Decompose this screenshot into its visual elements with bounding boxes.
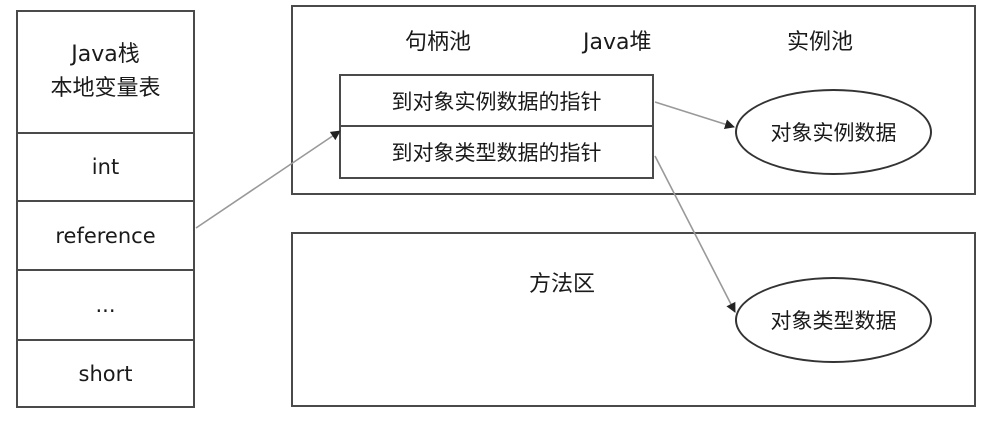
instance-data-ellipse: 对象实例数据 — [735, 89, 932, 175]
stack-row-label: short — [78, 361, 133, 386]
stack-row-ellipsis: ... — [18, 271, 193, 341]
stack-row-short: short — [18, 341, 193, 406]
stack-title: Java栈 — [71, 42, 140, 67]
stack-title-cell: Java栈 本地变量表 — [18, 12, 193, 134]
method-area-label: 方法区 — [529, 272, 596, 297]
stack-row-reference: reference — [18, 202, 193, 271]
instance-data-label: 对象实例数据 — [770, 121, 897, 145]
stack-subtitle: 本地变量表 — [50, 76, 161, 101]
stack-row-label: reference — [55, 223, 156, 248]
instance-pointer-cell: 到对象实例数据的指针 — [341, 76, 652, 127]
instance-pointer-label: 到对象实例数据的指针 — [391, 89, 602, 114]
stack-row-label: ... — [95, 293, 116, 317]
stack-row-int: int — [18, 134, 193, 202]
type-data-label: 对象类型数据 — [770, 309, 897, 333]
handle-pool-label: 句柄池 — [405, 30, 472, 55]
handle-box: 到对象实例数据的指针 到对象类型数据的指针 — [339, 74, 654, 179]
type-pointer-cell: 到对象类型数据的指针 — [341, 127, 652, 177]
type-pointer-label: 到对象类型数据的指针 — [391, 141, 602, 165]
java-stack-table: Java栈 本地变量表 int reference ... short — [16, 10, 195, 408]
java-heap-label: Java堆 — [583, 30, 652, 55]
stack-row-label: int — [91, 155, 120, 179]
instance-pool-label: 实例池 — [787, 30, 854, 55]
type-data-ellipse: 对象类型数据 — [735, 277, 932, 363]
